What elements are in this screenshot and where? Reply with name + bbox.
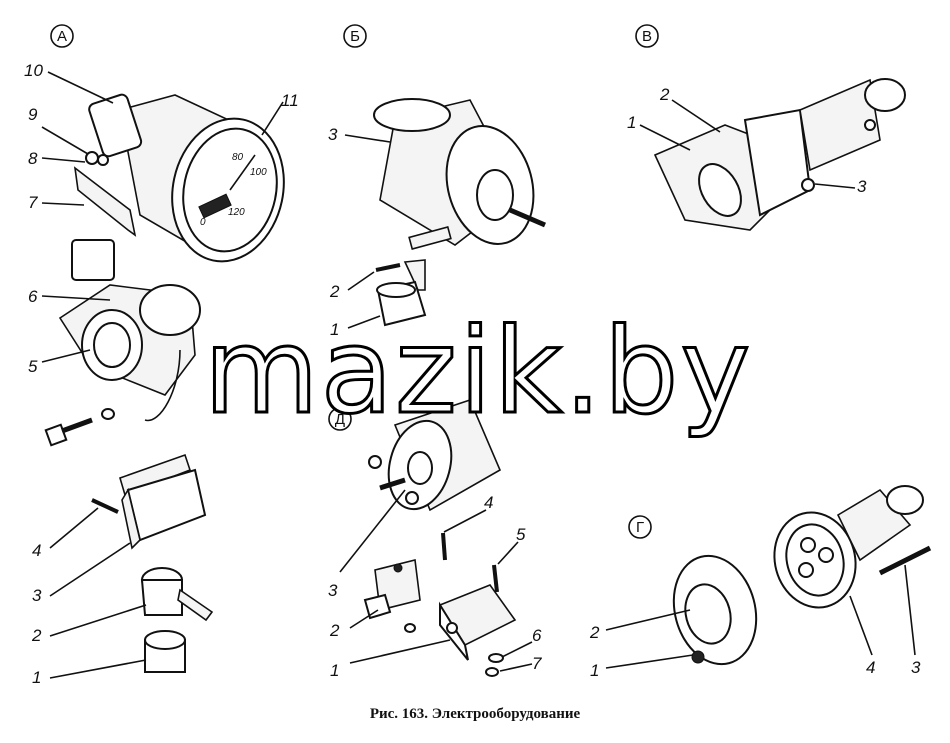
relay-b bbox=[375, 259, 427, 327]
svg-text:3: 3 bbox=[857, 177, 867, 196]
svg-text:120: 120 bbox=[228, 207, 245, 218]
svg-text:4: 4 bbox=[32, 541, 41, 560]
svg-text:3: 3 bbox=[911, 658, 921, 677]
svg-text:7: 7 bbox=[28, 193, 38, 212]
callouts-g: 2 1 4 3 bbox=[589, 564, 921, 680]
svg-text:Б: Б bbox=[350, 28, 360, 45]
svg-text:3: 3 bbox=[32, 586, 42, 605]
relay-a bbox=[91, 453, 207, 550]
motor-d bbox=[368, 399, 502, 512]
bolt-a bbox=[44, 408, 115, 447]
group-label-a: А bbox=[50, 24, 74, 48]
svg-text:1: 1 bbox=[330, 661, 339, 680]
svg-text:80: 80 bbox=[232, 152, 244, 163]
watermark: mazik.by bbox=[204, 302, 753, 440]
svg-text:6: 6 bbox=[532, 626, 542, 645]
svg-text:5: 5 bbox=[516, 525, 526, 544]
cover-ring-g bbox=[672, 554, 758, 666]
svg-text:11: 11 bbox=[281, 91, 299, 110]
speedometer-bracket bbox=[73, 151, 137, 237]
svg-text:7: 7 bbox=[532, 654, 542, 673]
figure-caption: Рис. 163. Электрооборудование bbox=[369, 706, 581, 722]
svg-text:1: 1 bbox=[590, 661, 599, 680]
svg-text:5: 5 bbox=[28, 357, 38, 376]
group-label-v: В bbox=[635, 24, 659, 48]
svg-text:1: 1 bbox=[32, 668, 41, 687]
svg-text:2: 2 bbox=[329, 282, 340, 301]
svg-text:4: 4 bbox=[484, 493, 493, 512]
svg-text:2: 2 bbox=[31, 626, 42, 645]
callouts-d: 3 4 5 2 6 1 7 bbox=[328, 489, 542, 680]
svg-text:2: 2 bbox=[329, 621, 340, 640]
svg-text:9: 9 bbox=[28, 105, 38, 124]
svg-text:А: А bbox=[57, 28, 67, 45]
callouts-a: 10 9 8 7 11 6 5 4 3 2 1 bbox=[24, 61, 299, 687]
svg-text:6: 6 bbox=[28, 287, 38, 306]
svg-text:0: 0 bbox=[200, 217, 206, 228]
svg-text:Г: Г bbox=[636, 519, 644, 536]
lighter-assembly bbox=[653, 78, 906, 231]
svg-text:В: В bbox=[642, 28, 652, 45]
screws-d bbox=[404, 532, 504, 677]
bracket-d-2 bbox=[363, 559, 421, 620]
group-label-d: Д bbox=[328, 407, 352, 431]
switch-a bbox=[140, 567, 214, 673]
group-label-b: Б bbox=[343, 24, 367, 48]
ignition-switch-g bbox=[773, 485, 932, 609]
svg-text:2: 2 bbox=[659, 85, 670, 104]
svg-text:100: 100 bbox=[250, 167, 267, 178]
group-label-g: Г bbox=[628, 515, 652, 539]
svg-text:2: 2 bbox=[589, 623, 600, 642]
svg-text:4: 4 bbox=[866, 658, 875, 677]
svg-text:1: 1 bbox=[330, 320, 339, 339]
relay-d bbox=[438, 584, 517, 661]
callouts-v: 2 1 3 bbox=[627, 85, 867, 196]
speed-sensor bbox=[58, 239, 201, 422]
svg-text:Д: Д bbox=[335, 411, 345, 428]
svg-text:8: 8 bbox=[28, 149, 38, 168]
callouts-b: 3 2 1 bbox=[328, 125, 391, 339]
svg-text:10: 10 bbox=[24, 61, 43, 80]
svg-text:3: 3 bbox=[328, 581, 338, 600]
motor-b bbox=[373, 98, 546, 250]
svg-text:3: 3 bbox=[328, 125, 338, 144]
svg-text:1: 1 bbox=[627, 113, 636, 132]
speedometer: 0 80 100 120 bbox=[88, 93, 285, 263]
